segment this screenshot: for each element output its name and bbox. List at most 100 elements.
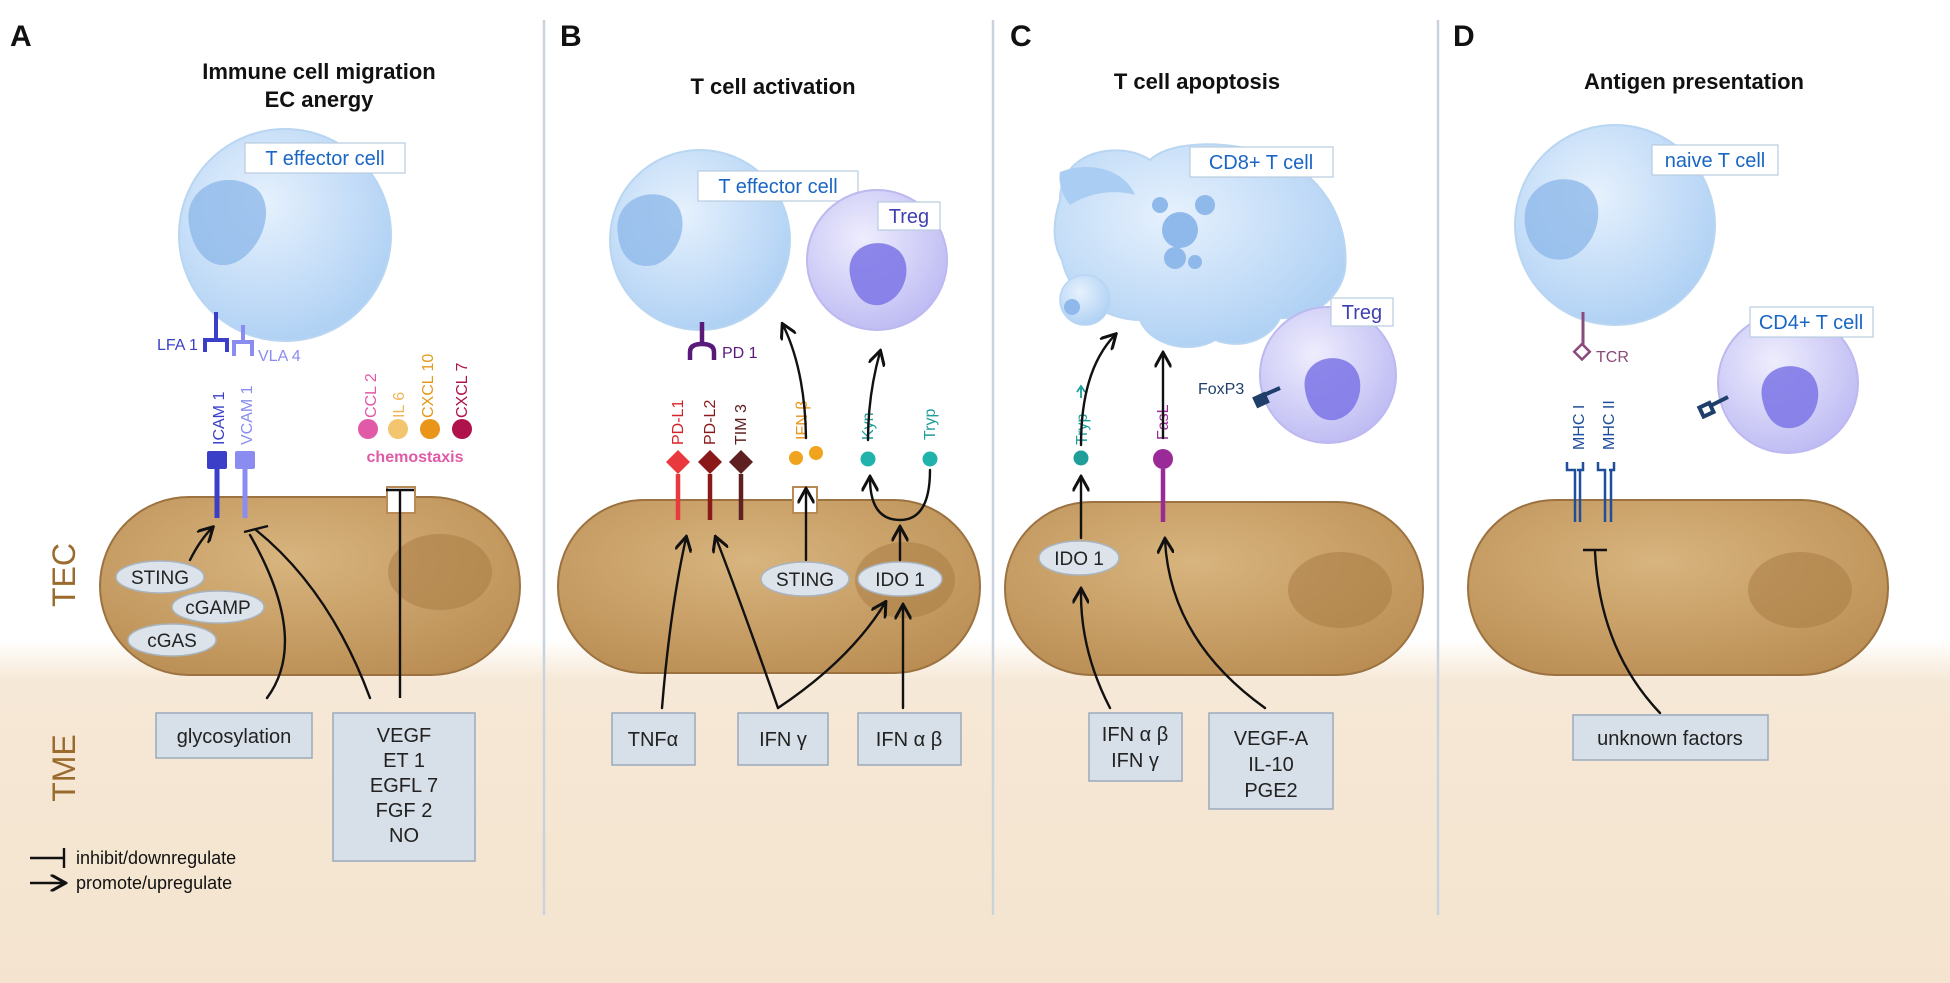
sting-ellipse-a — [115, 560, 205, 594]
apoptotic-dot-3 — [1195, 195, 1215, 215]
cd4-receptor — [1696, 395, 1729, 420]
arrow-tnfa-to-pdl1 — [660, 538, 686, 710]
tryp-label-b: Tryp — [922, 408, 939, 440]
panel-c: CD8+ T cell Treg FoxP3 Tryp FasL IDO 1 I… — [1004, 143, 1424, 810]
treg-label-b: Treg — [889, 206, 929, 228]
icam1-label: ICAM 1 — [211, 392, 228, 445]
ifng-label-b: IFN γ — [759, 729, 807, 751]
panel-b-title: T cell activation — [690, 74, 855, 99]
treg-nucleus-c — [1304, 358, 1361, 421]
ec-nucleus-a — [388, 534, 492, 610]
pdl2-head — [698, 450, 722, 474]
vcam1-label: VCAM 1 — [239, 385, 256, 445]
vcam1-head — [235, 451, 255, 469]
foxp3-marker — [1252, 386, 1281, 409]
arrow-tryp-to-cd8 — [1079, 335, 1115, 447]
cgas-label: cGAS — [147, 631, 197, 652]
tryp-dot-b — [922, 451, 938, 467]
sting-label-a: STING — [131, 568, 189, 589]
legend-promote-text: promote/upregulate — [76, 873, 232, 893]
ifng-label-c: IFN γ — [1111, 750, 1159, 772]
tim3-label: TIM 3 — [733, 404, 750, 445]
kyn-dot — [860, 451, 876, 467]
ccl2-label: CCL 2 — [363, 373, 380, 418]
sting-label-b: STING — [776, 570, 834, 591]
ifnb-dot-2 — [809, 446, 823, 460]
naive-t-nucleus — [1524, 179, 1599, 260]
t-effector-label-b: T effector cell — [718, 176, 837, 198]
chemotaxis-label: chemostaxis — [367, 449, 464, 466]
cxcl7-label: CXCL 7 — [454, 362, 471, 418]
factor-et1: ET 1 — [383, 750, 425, 772]
arrow-vegfa-to-fasl — [1165, 540, 1267, 710]
tcr-label: TCR — [1596, 349, 1629, 366]
icam1-head — [207, 451, 227, 469]
vegfa-label: VEGF-A — [1234, 728, 1309, 750]
panel-c-title: T cell apoptosis — [1114, 69, 1280, 94]
factor-fgf2: FGF 2 — [376, 800, 433, 822]
pge2-label: PGE2 — [1244, 780, 1297, 802]
il10-label: IL-10 — [1248, 754, 1294, 776]
tnfa-box — [611, 712, 696, 766]
tme-label: TME — [46, 734, 82, 802]
il6-label: IL 6 — [391, 392, 408, 418]
cxcl7-dot — [452, 419, 472, 439]
legend-inhibit-text: inhibit/downregulate — [76, 848, 236, 868]
sting-ellipse-b — [760, 561, 850, 597]
apoptotic-dot-5 — [1164, 247, 1186, 269]
panel-b: T effector cell Treg PD 1 PD-L1 PD-L2 TI… — [557, 149, 981, 766]
pdl2-label: PD-L2 — [702, 400, 719, 445]
pdl1-label: PD-L1 — [670, 400, 687, 445]
panel-d-letter: D — [1453, 20, 1475, 53]
panel-a: T effector cell LFA 1 VLA 4 ICAM 1 VCAM … — [30, 128, 521, 893]
tnfa-label: TNFα — [628, 729, 678, 751]
cd4-nucleus — [1761, 366, 1819, 429]
inhibit-bar-vcam — [243, 524, 269, 534]
panel-a-letter: A — [10, 20, 32, 53]
apoptotic-dot-1 — [1064, 299, 1080, 315]
tim3-head — [729, 450, 753, 474]
t-effector-nucleus-a — [188, 180, 267, 266]
cd4-label-box — [1749, 306, 1874, 338]
apoptotic-fragment-1 — [1059, 166, 1135, 205]
panel-d-title: Antigen presentation — [1584, 69, 1804, 94]
ec-nucleus-c — [1288, 552, 1392, 628]
panel-b-letter: B — [560, 20, 582, 53]
ifnab-label-b: IFN α β — [876, 729, 942, 751]
tme-background — [0, 640, 1950, 983]
ifng-box-b — [737, 712, 829, 766]
tryp-down-indicator — [1076, 384, 1086, 398]
apoptotic-dot-2 — [1162, 212, 1198, 248]
arrow-kyn-to-treg — [866, 352, 880, 442]
ifn-box-c — [1088, 712, 1183, 782]
treg-label-box-b — [877, 201, 941, 231]
arrow-ifng-to-ido1 — [776, 603, 885, 710]
arrow-ifnb-to-teff — [783, 325, 808, 440]
apoptotic-dot-6 — [1188, 255, 1202, 269]
apoptotic-dot-4 — [1152, 197, 1168, 213]
tec-label: TEC — [46, 543, 82, 607]
cd4-label: CD4+ T cell — [1759, 312, 1863, 334]
vla4-label: VLA 4 — [258, 348, 301, 365]
panel-a-title-2: EC anergy — [265, 87, 375, 112]
mhc1-label: MHC I — [1571, 405, 1588, 450]
tcr-head — [1572, 342, 1592, 362]
arrow-tryp-to-kyn — [870, 468, 932, 522]
vegfa-box — [1208, 712, 1334, 810]
ec-nucleus-d — [1748, 552, 1852, 628]
cd8-label-box — [1189, 146, 1334, 178]
cxcl10-dot — [420, 419, 440, 439]
naive-t-label: naive T cell — [1665, 150, 1765, 172]
il6-dot — [388, 419, 408, 439]
fasl-head — [1153, 449, 1173, 469]
factor-no: NO — [389, 825, 419, 847]
ido1-ellipse-c — [1038, 540, 1120, 576]
treg-nucleus-b — [849, 243, 907, 306]
lfa1-receptor — [203, 312, 229, 352]
glycosylation-box — [155, 712, 313, 759]
inhibit-glyco-to-vcam — [248, 533, 287, 700]
ifnb-dot-1 — [789, 451, 803, 465]
arrow-ifng-to-pdl2 — [716, 538, 780, 710]
